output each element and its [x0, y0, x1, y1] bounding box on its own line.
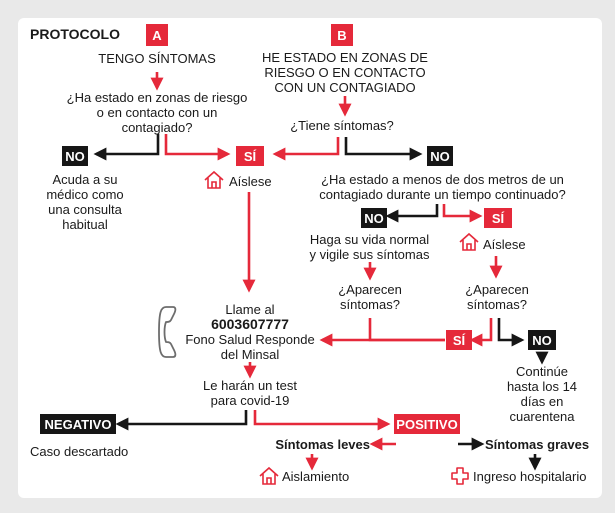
home-icon	[204, 170, 224, 189]
aparecen-right-line2: síntomas?	[467, 297, 527, 312]
medical-cross-icon	[451, 467, 469, 485]
ingreso-text: Ingreso hospitalario	[473, 469, 587, 484]
aparecen-left-line2: síntomas?	[340, 297, 400, 312]
no-badge-right: NO	[427, 146, 453, 166]
llame-line1: Llame al	[225, 302, 275, 317]
home-icon	[259, 466, 279, 485]
question-distancia: ¿Ha estado a menos de dos metros de un c…	[300, 172, 585, 202]
si-badge-aparecen: SÍ	[446, 330, 472, 350]
arrow-ts-si	[272, 137, 340, 161]
aparecen-right-line1: ¿Aparecen	[465, 282, 529, 297]
si-badge-distancia: SÍ	[484, 208, 512, 228]
llame-phone-number: 6003607777	[211, 316, 289, 332]
vida-normal-line2: y vigile sus síntomas	[309, 247, 430, 262]
arrow-q-no	[93, 134, 160, 161]
arrow-test-negativo	[115, 410, 248, 431]
branch-b-line1: HE ESTADO EN ZONAS DE	[262, 50, 428, 65]
question-zonas-line1: ¿Ha estado en zonas de riesgo	[66, 90, 248, 105]
arrow-test-positivo	[253, 410, 391, 431]
llame-line4: del Minsal	[220, 347, 280, 362]
branch-a-badge: A	[146, 24, 168, 46]
test-line2: para covid-19	[210, 393, 290, 408]
branch-a-text: TENGO SÍNTOMAS	[98, 51, 216, 66]
branch-b-text: HE ESTADO EN ZONAS DE RIESGO O EN CONTAC…	[255, 50, 435, 95]
medico-line4: habitual	[62, 217, 108, 232]
test-line1: Le harán un test	[203, 378, 297, 393]
question-distancia-line2: contagiado durante un tiempo continuado?	[319, 187, 566, 202]
branch-b-line3: CON UN CONTAGIADO	[274, 80, 416, 95]
protocol-title: PROTOCOLO	[30, 26, 120, 42]
question-zonas-line3: contagiado?	[121, 120, 193, 135]
phone-icon	[158, 306, 177, 358]
medico-line1: Acuda a su	[52, 172, 118, 187]
continue-line4: cuarentena	[509, 409, 575, 424]
arrow-dist-si	[442, 204, 483, 223]
negativo-badge: NEGATIVO	[40, 414, 116, 434]
aparecen-left-line1: ¿Aparecen	[338, 282, 402, 297]
sintomas-graves-text: Síntomas graves	[485, 437, 590, 452]
arrow-ts-no	[344, 137, 423, 161]
aislese-text-center: Aíslese	[229, 174, 272, 189]
arrow-q-si	[164, 134, 231, 161]
question-aparecen-left: ¿Aparecen síntomas?	[325, 282, 415, 312]
continue-line2: hasta los 14	[506, 379, 578, 394]
descartado-text: Caso descartado	[30, 444, 129, 459]
question-distancia-line1: ¿Ha estado a menos de dos metros de un	[321, 172, 564, 187]
continue-line1: Continúe	[515, 364, 569, 379]
continue-text: Continúe hasta los 14 días en cuarentena	[497, 364, 587, 424]
llame-block: Llame al 6003607777 Fono Salud Responde …	[182, 302, 318, 362]
arrow-dist-no	[385, 204, 439, 223]
question-aparecen-right: ¿Aparecen síntomas?	[452, 282, 542, 312]
continue-line3: días en	[520, 394, 564, 409]
branch-b-line2: RIESGO O EN CONTACTO	[264, 65, 426, 80]
question-tiene-sintomas: ¿Tiene síntomas?	[290, 118, 394, 133]
medico-line3: una consulta	[48, 202, 122, 217]
no-badge-distancia: NO	[361, 208, 387, 228]
question-zonas-line2: o en contacto con un	[96, 105, 218, 120]
arrow-aparecen-right-no	[497, 318, 525, 347]
llame-line3: Fono Salud Responde	[185, 332, 315, 347]
vida-normal-line1: Haga su vida normal	[309, 232, 430, 247]
arrow-aparecen-left-join	[368, 318, 445, 342]
positivo-badge: POSITIVO	[394, 414, 460, 434]
test-text: Le harán un test para covid-19	[190, 378, 310, 408]
aislese-text-right: Aíslese	[483, 237, 526, 252]
question-zonas: ¿Ha estado en zonas de riesgo o en conta…	[62, 90, 252, 135]
medico-line2: médico como	[46, 187, 124, 202]
aislamiento-text: Aislamiento	[282, 469, 350, 484]
no-badge-left: NO	[62, 146, 88, 166]
si-badge-center: SÍ	[236, 146, 264, 166]
arrow-aparecen-right-si	[469, 318, 493, 347]
branch-b-badge: B	[331, 24, 353, 46]
no-badge-aparecen: NO	[528, 330, 556, 350]
sintomas-leves-text: Síntomas leves	[275, 437, 370, 452]
medico-text: Acuda a su médico como una consulta habi…	[40, 172, 130, 232]
home-icon	[459, 232, 479, 251]
vida-normal-text: Haga su vida normal y vigile sus síntoma…	[302, 232, 437, 262]
